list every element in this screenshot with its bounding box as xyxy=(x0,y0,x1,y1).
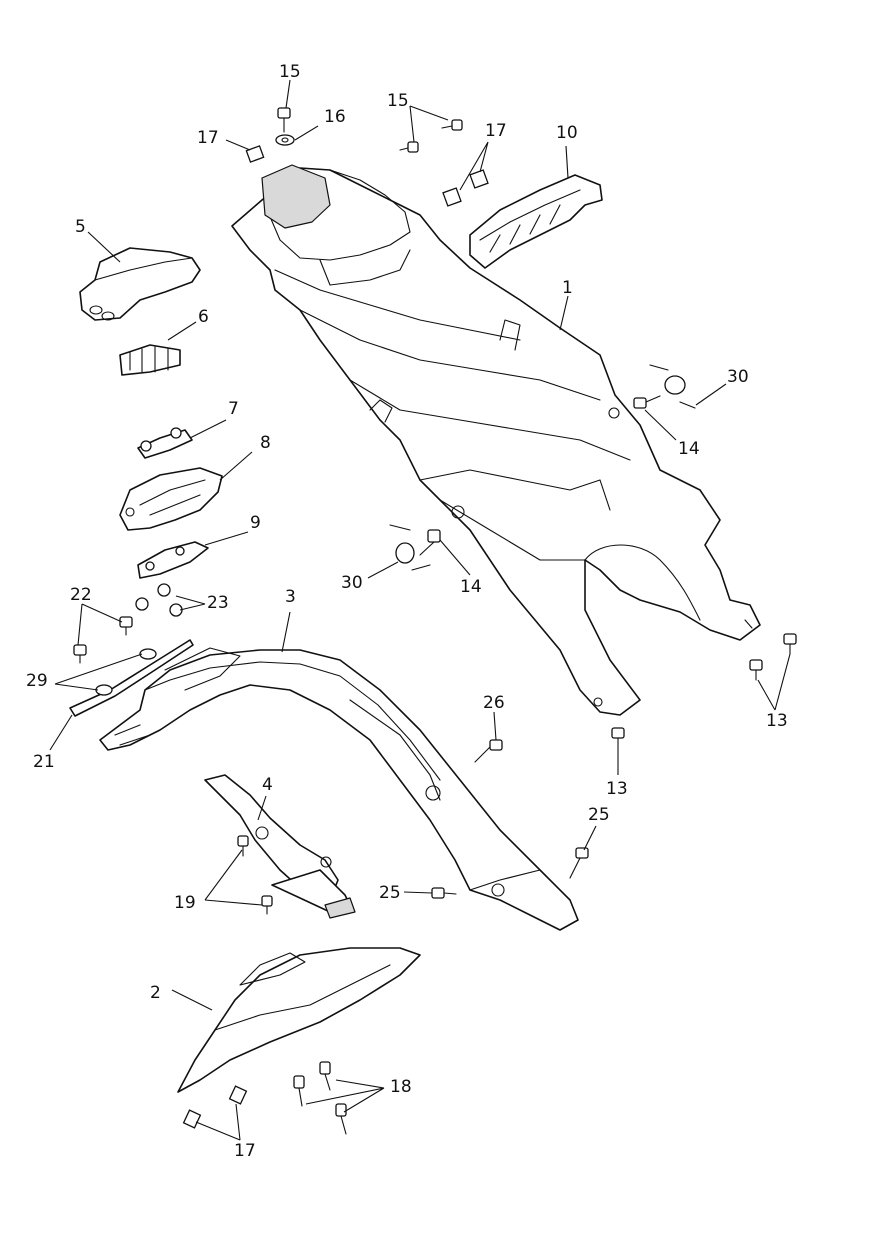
callout-30-left: 30 xyxy=(341,573,363,593)
callout-30-right: 30 xyxy=(727,367,749,387)
part-5-cover xyxy=(79,247,201,321)
callout-14-left: 14 xyxy=(460,577,482,597)
callout-13-right: 13 xyxy=(766,711,788,731)
callout-17-right: 17 xyxy=(485,121,507,141)
callout-17-top: 17 xyxy=(197,128,219,148)
callout-13-center: 13 xyxy=(606,779,628,799)
callout-10: 10 xyxy=(556,123,578,143)
callout-14-right: 14 xyxy=(678,439,700,459)
callout-18: 18 xyxy=(390,1077,412,1097)
callout-1: 1 xyxy=(562,278,573,298)
part-9-plate xyxy=(137,541,209,579)
clip-17-a xyxy=(442,187,462,207)
grommet-30-right xyxy=(649,364,696,409)
part-3-rear-hugger xyxy=(99,647,579,931)
callout-21: 21 xyxy=(33,752,55,772)
clip-17-bottom-a xyxy=(182,1109,202,1129)
callout-17-bottom: 17 xyxy=(234,1141,256,1161)
callout-26: 26 xyxy=(483,693,505,713)
grommet-30-left xyxy=(389,524,431,571)
callout-29: 29 xyxy=(26,671,48,691)
part-6-clip xyxy=(119,344,181,376)
clip-17-top xyxy=(245,145,265,163)
part-8-housing xyxy=(119,467,223,531)
bolt-25-b xyxy=(431,887,457,899)
washer-29-a xyxy=(139,648,157,660)
clip-17-bottom-b xyxy=(228,1085,248,1105)
bolt-18-a xyxy=(293,1075,305,1107)
part-7-bracket xyxy=(137,427,193,459)
callout-8: 8 xyxy=(260,433,271,453)
nut-23-b xyxy=(157,583,171,597)
callout-5: 5 xyxy=(75,217,86,237)
callout-25-left: 25 xyxy=(379,883,401,903)
washer-29-b xyxy=(95,684,113,696)
bolt-18-c xyxy=(335,1103,347,1135)
part-4-plate-bracket xyxy=(204,774,356,919)
bolt-22-a xyxy=(119,616,133,636)
bolt-25-a xyxy=(569,847,589,879)
bolt-19-a xyxy=(237,835,249,857)
leader-lines xyxy=(49,79,791,1141)
bolt-13-c xyxy=(611,727,625,751)
callout-3: 3 xyxy=(285,587,296,607)
callout-16: 16 xyxy=(324,107,346,127)
callout-7: 7 xyxy=(228,399,239,419)
callout-labels: 1 2 3 4 5 6 7 8 9 10 13 13 14 14 15 15 1… xyxy=(26,62,788,1161)
bolt-22-b xyxy=(73,644,87,664)
bolt-15-b xyxy=(399,141,419,153)
bolt-26 xyxy=(474,739,503,763)
bolt-14-right xyxy=(633,395,661,409)
nut-23-a xyxy=(135,597,149,611)
bolt-13-a xyxy=(749,659,763,681)
bolt-14-left xyxy=(419,529,441,556)
washer-16 xyxy=(275,134,295,146)
bolt-15-a xyxy=(441,119,463,131)
callout-23: 23 xyxy=(207,593,229,613)
callout-19: 19 xyxy=(174,893,196,913)
callout-22: 22 xyxy=(70,585,92,605)
bolt-19-b xyxy=(261,895,273,915)
callout-4: 4 xyxy=(262,775,273,795)
part-21-strip xyxy=(69,639,194,717)
bolt-13-b xyxy=(783,633,797,655)
callout-15-top: 15 xyxy=(279,62,301,82)
part-10-bracket xyxy=(469,174,603,269)
clip-17-b xyxy=(469,169,489,189)
callout-9: 9 xyxy=(250,513,261,533)
callout-25-right: 25 xyxy=(588,805,610,825)
bolt-15-top xyxy=(277,107,291,133)
callout-15-right: 15 xyxy=(387,91,409,111)
bolt-18-b xyxy=(319,1061,331,1091)
callout-6: 6 xyxy=(198,307,209,327)
callout-2: 2 xyxy=(150,983,161,1003)
part-2-fender xyxy=(177,947,421,1093)
part-1-rear-undertray xyxy=(231,164,761,716)
